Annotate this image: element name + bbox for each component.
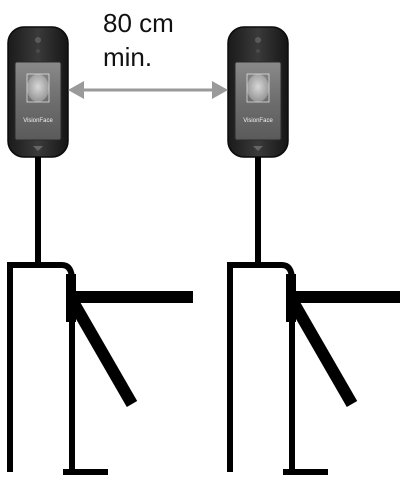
terminal-indicator-icon bbox=[33, 146, 43, 151]
face-terminal-right: VisionFace bbox=[227, 26, 289, 158]
camera-lens-icon bbox=[35, 37, 41, 43]
turnstile-hub bbox=[66, 274, 76, 322]
turnstile-left bbox=[7, 157, 193, 475]
turnstile-arm-diagonal bbox=[286, 297, 358, 407]
turnstile-hub bbox=[286, 274, 296, 322]
spacing-label: 80 cm min. bbox=[103, 6, 174, 74]
sensor-icon bbox=[256, 49, 260, 53]
face-terminal-left: VisionFace bbox=[7, 26, 69, 158]
face-preview-icon bbox=[247, 74, 269, 102]
camera-lens-icon bbox=[255, 37, 261, 43]
terminal-indicator-icon bbox=[253, 146, 263, 151]
turnstile-cabinet bbox=[227, 262, 295, 472]
turnstile-right bbox=[227, 157, 400, 475]
arrowhead-left-icon bbox=[68, 81, 84, 99]
face-frame-icon bbox=[246, 73, 270, 103]
turnstile-cabinet bbox=[7, 262, 75, 472]
arrowhead-right-icon bbox=[212, 81, 228, 99]
distance-arrow bbox=[68, 81, 228, 99]
terminal-brand-label: VisionFace bbox=[23, 118, 53, 124]
terminal-brand-label: VisionFace bbox=[243, 118, 273, 124]
face-frame-icon bbox=[26, 73, 50, 103]
face-preview-icon bbox=[27, 74, 49, 102]
spacing-distance: 80 cm bbox=[103, 8, 174, 38]
sensor-icon bbox=[36, 49, 40, 53]
spacing-qualifier: min. bbox=[103, 42, 153, 72]
turnstile-arm-diagonal bbox=[66, 297, 138, 407]
